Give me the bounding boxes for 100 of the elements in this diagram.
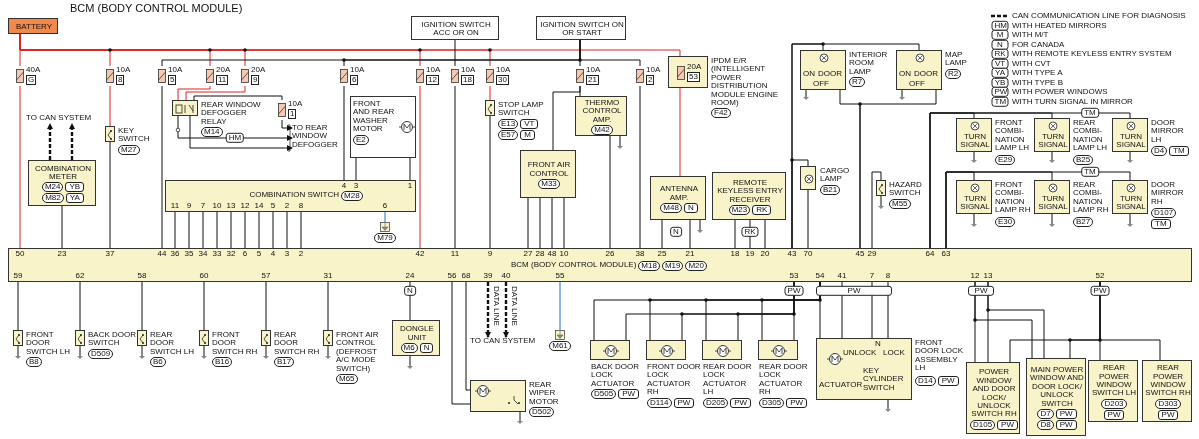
wire xyxy=(286,211,288,249)
component-label: BACK DOOR SWITCH xyxy=(88,331,136,348)
connector-code: D114 xyxy=(647,397,672,408)
component-label: HAZARD SWITCH xyxy=(889,181,923,198)
option-code: PW xyxy=(784,285,804,297)
connector-code: M23 xyxy=(728,205,751,216)
component-box xyxy=(650,176,706,220)
option-code: N xyxy=(670,226,682,238)
wire xyxy=(749,219,751,249)
component-label: UNLOCK xyxy=(843,349,877,358)
arrow xyxy=(485,282,491,338)
option-code: PW xyxy=(1090,285,1110,297)
fuse-rating: 10A xyxy=(646,66,661,75)
wire xyxy=(563,197,565,249)
component-label: INTERIOR ROOM LAMP xyxy=(849,51,889,77)
fuse-rating: 10A xyxy=(426,66,441,75)
legend-text: WITH POWER WINDOWS xyxy=(1012,88,1108,97)
wire xyxy=(551,197,553,249)
pin-number: 52 xyxy=(1095,272,1105,281)
component-label: REAR WINDOW DEFOGGER RELAY xyxy=(201,101,262,127)
fuse-rating: 10A xyxy=(350,66,365,75)
arrow xyxy=(177,115,293,141)
component-label: KEY SWITCH xyxy=(118,127,151,144)
component-label: FRONT AIR CONTROL xyxy=(526,161,572,178)
wire xyxy=(61,205,63,249)
wire xyxy=(109,141,111,249)
wire xyxy=(451,281,471,405)
connector-code: R2 xyxy=(945,68,962,79)
wire xyxy=(734,219,736,249)
wire xyxy=(679,87,681,177)
component-label: REMOTE KEYLESS ENTRY RECEIVER xyxy=(716,178,784,205)
option-code: TM xyxy=(991,96,1009,107)
wire xyxy=(987,281,1045,359)
pin-number: 2 xyxy=(284,202,290,211)
wire xyxy=(454,39,456,67)
component-box xyxy=(350,96,416,158)
component-label: FRONT DOOR LOCK ASSEMBLY LH xyxy=(915,339,964,373)
fuse-rating: 10A xyxy=(288,100,303,109)
wire xyxy=(807,189,809,249)
pin-number: 19 xyxy=(745,250,755,259)
pin-number: 14 xyxy=(254,202,264,211)
legend-text: WITH TURN SIGNAL IN MIRROR xyxy=(1012,97,1133,106)
component-label: BATTERY xyxy=(15,22,53,32)
pin-number: 60 xyxy=(199,272,209,281)
pin-number: 34 xyxy=(198,250,208,259)
option-code: N xyxy=(683,202,698,213)
connector-code: M14 xyxy=(201,127,223,138)
wire xyxy=(141,281,143,331)
pin-number: 32 xyxy=(226,250,236,259)
component-label: OFF xyxy=(909,80,925,89)
connector-code: D8 xyxy=(1037,420,1054,430)
component-label: FRONT COMBI- NATION LAMP RH xyxy=(995,181,1032,215)
pin-number: 4 xyxy=(270,250,276,259)
pin-number: 8 xyxy=(298,202,304,211)
fuse-rating: 10A xyxy=(586,66,601,75)
component-label: TURN SIGNAL xyxy=(1115,195,1147,212)
connector-code: M61 xyxy=(549,341,571,351)
destination-label: TO REAR WINDOW DEFOGGER xyxy=(292,124,340,154)
option-code: PW xyxy=(1055,409,1077,419)
option-code: PW xyxy=(673,397,695,408)
connector-code: B16 xyxy=(212,357,233,368)
option-code: PW xyxy=(1103,409,1125,420)
wire xyxy=(203,281,205,331)
legend-text: WITH M/T xyxy=(1012,31,1049,40)
connector-code: D303 xyxy=(1155,398,1181,409)
component-label: THERMO CONTROL AMP. xyxy=(581,98,623,125)
wire xyxy=(419,85,421,249)
pin-number: 1 xyxy=(407,182,413,191)
legend-text: WITH HEATED MIRRORS xyxy=(1012,21,1107,30)
pin-number: 40 xyxy=(501,272,511,281)
component-label: CARGO LAMP xyxy=(820,167,851,184)
wire xyxy=(244,211,246,249)
fuse-rating: 20A xyxy=(251,66,266,75)
option-code: N xyxy=(419,342,434,353)
arrow xyxy=(69,123,75,160)
option-code: VT xyxy=(991,58,1009,69)
fuse-rating: 10A xyxy=(168,66,183,75)
wire xyxy=(454,85,456,249)
pin-number: 20 xyxy=(760,250,770,259)
component-label: DOOR xyxy=(914,70,938,79)
wire xyxy=(552,85,581,151)
option-code: TM xyxy=(1081,166,1099,178)
connector-code: D205 xyxy=(703,397,729,408)
component-label: OFF xyxy=(813,80,829,89)
arrow xyxy=(503,282,509,338)
component-label: IPDM E/R (INTELLIGENT POWER DISTRIBUTION MODULE ENGINE ROOM) xyxy=(711,57,780,108)
pin-number: 10 xyxy=(559,250,569,259)
fuse-number: 6 xyxy=(350,75,359,86)
option-code: PW xyxy=(937,376,959,386)
component-label: IGNITION SWITCH ON OR START xyxy=(539,20,625,38)
wire xyxy=(17,281,19,331)
component-label: FRONT COMBI- NATION LAMP LH xyxy=(995,119,1031,153)
destination-label: TO CAN SYSTEM xyxy=(26,114,100,124)
connector-code: B6 xyxy=(150,357,166,368)
pin-number: 68 xyxy=(461,272,471,281)
fuse-rating: 10A xyxy=(461,66,476,75)
pin-number: 45 xyxy=(855,250,865,259)
connector-code: B8 xyxy=(26,357,42,368)
connector-code: M33 xyxy=(538,178,560,189)
component-label: FRONT DOOR SWITCH RH xyxy=(212,331,259,357)
